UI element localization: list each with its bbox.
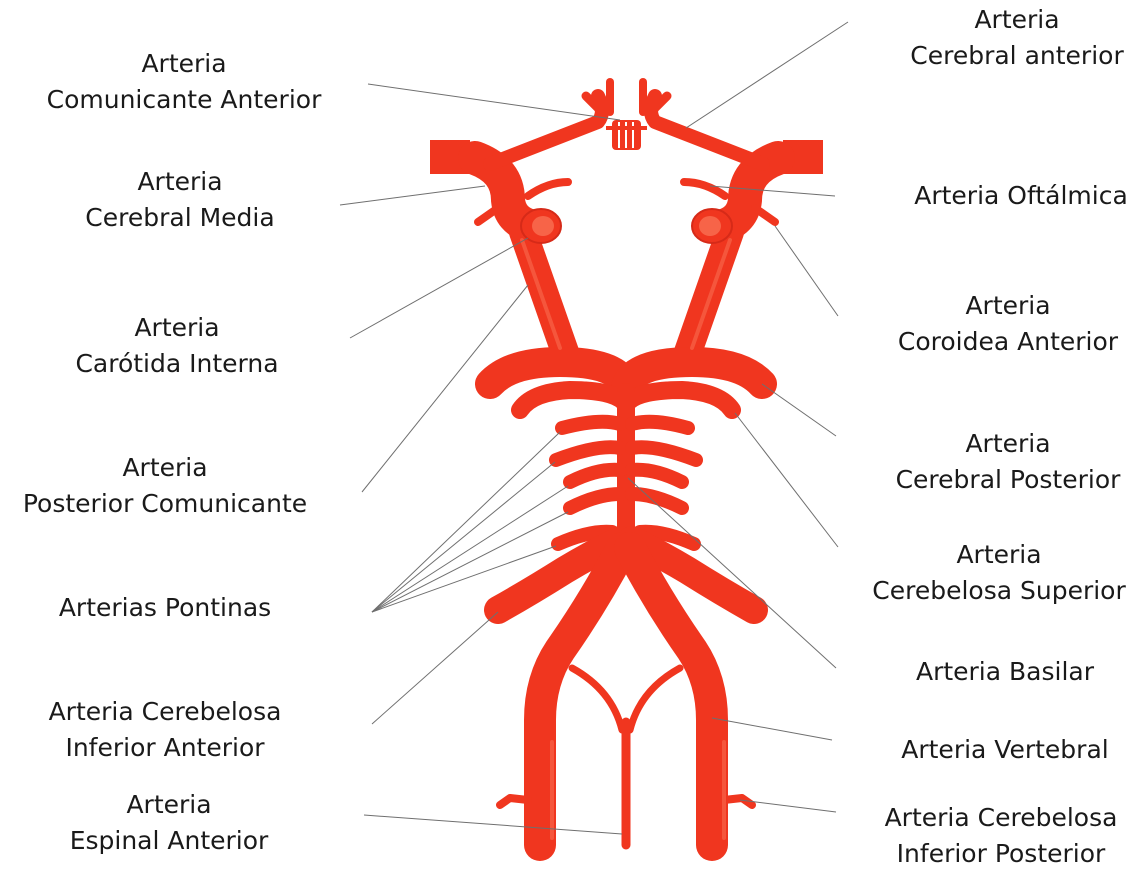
label-comunicante-anterior: Arteria Comunicante Anterior	[24, 46, 344, 118]
pontine-l4	[570, 494, 620, 508]
label-cerebelosa-inferior-posterior: Arteria Cerebelosa Inferior Posterior	[856, 800, 1146, 872]
label-cerebral-media: Arteria Cerebral Media	[60, 164, 300, 236]
vessel-network	[430, 82, 823, 845]
leader-comunicante-anterior	[368, 84, 620, 120]
pontine-l3	[570, 470, 620, 482]
leader-coroidea-anterior	[775, 226, 838, 316]
ophthalmic-left	[528, 182, 568, 196]
leader-cerebelosa-inferior-anterior	[372, 612, 498, 724]
label-pontinas: Arterias Pontinas	[30, 590, 300, 626]
leader-cerebral-anterior	[686, 22, 848, 128]
superior-cerebellar-left	[520, 390, 624, 410]
leader-cerebelosa-superior	[735, 413, 838, 547]
leader-cerebral-media	[340, 186, 485, 205]
superior-cerebellar-right	[628, 390, 732, 410]
label-vertebral: Arteria Vertebral	[870, 732, 1140, 768]
label-cerebelosa-inferior-anterior: Arteria Cerebelosa Inferior Anterior	[20, 694, 310, 766]
pontine-r4	[632, 494, 682, 508]
ophthalmic-right	[684, 182, 725, 196]
label-oftalmica: Arteria Oftálmica	[896, 178, 1146, 214]
pica-left	[500, 798, 528, 805]
carotid-internal-left	[523, 232, 565, 352]
leader-carotida-interna	[350, 238, 528, 338]
label-cerebelosa-superior: Arteria Cerebelosa Superior	[852, 537, 1146, 609]
label-cerebral-posterior: Arteria Cerebral Posterior	[870, 426, 1146, 498]
leader-cerebral-posterior	[762, 384, 836, 436]
label-basilar: Arteria Basilar	[880, 654, 1130, 690]
pontine-r3	[632, 470, 682, 482]
anterior-spinal-left-root	[572, 668, 622, 730]
label-posterior-comunicante: Arteria Posterior Comunicante	[4, 450, 326, 522]
anterior-communicating-artery	[606, 120, 647, 150]
pica-right	[724, 798, 752, 805]
label-cerebral-anterior: Arteria Cerebral anterior	[892, 2, 1142, 74]
pontine-l1	[562, 422, 620, 428]
label-carotida-interna: Arteria Carótida Interna	[52, 310, 302, 382]
carotid-internal-right	[688, 232, 730, 352]
label-coroidea-anterior: Arteria Coroidea Anterior	[870, 288, 1146, 360]
anterior-spinal-right-root	[630, 668, 680, 730]
carotid-openings	[521, 209, 732, 243]
anterior-cerebral-left	[490, 96, 602, 164]
anterior-cerebral-right	[651, 96, 763, 164]
pontine-r1	[632, 422, 688, 428]
leader-espinal-anterior	[364, 815, 622, 834]
pontine-l2	[556, 447, 620, 460]
leader-vertebral	[712, 718, 832, 740]
label-espinal-anterior: Arteria Espinal Anterior	[44, 787, 294, 859]
pontine-r2	[632, 447, 696, 460]
